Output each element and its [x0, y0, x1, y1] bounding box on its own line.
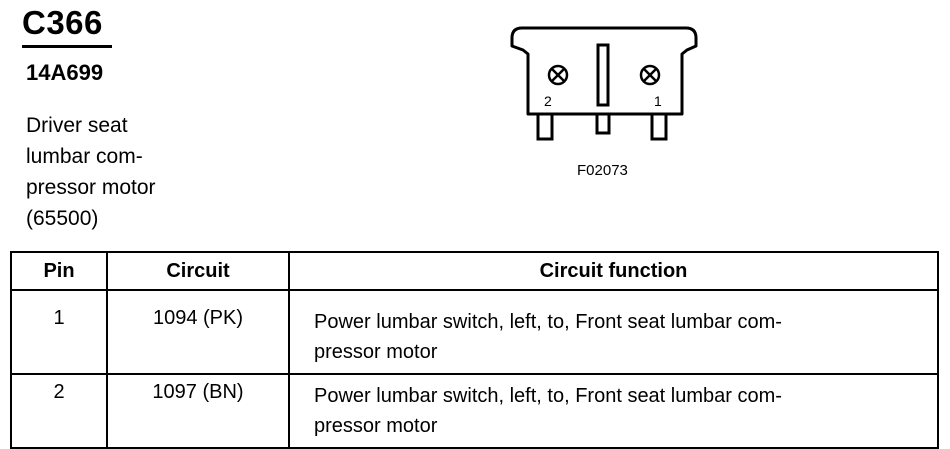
pin-cell: 2: [10, 373, 108, 449]
pin-1-terminal-icon: [639, 64, 661, 86]
terminal-tab-right: [650, 114, 668, 141]
terminal-tab-center: [595, 114, 611, 135]
function-text-line: pressor motor: [314, 415, 438, 437]
component-description: Driver seat lumbar com- pressor motor (6…: [26, 110, 226, 234]
circuit-cell: 1094 (PK): [106, 289, 290, 375]
column-header-pin: Pin: [10, 251, 108, 291]
column-header-circuit-function: Circuit function: [288, 251, 939, 291]
function-text-line: pressor motor: [314, 341, 438, 363]
connector-face-diagram: 2 1: [510, 26, 698, 141]
table-header-row: Pin Circuit Circuit function: [10, 251, 939, 291]
pin-label: 1: [654, 93, 662, 109]
function-text-line: Power lumbar switch, left, to, Front sea…: [314, 311, 782, 333]
figure-code: F02073: [577, 162, 628, 179]
terminal-tab-left: [536, 114, 554, 141]
table-row: 2 1097 (BN) Power lumbar switch, left, t…: [10, 373, 939, 449]
part-number: 14A699: [26, 60, 104, 85]
pin-label: 2: [544, 93, 552, 109]
description-line: lumbar com-: [26, 145, 143, 168]
connector-body-outline: [510, 26, 698, 116]
pin-cell: 1: [10, 289, 108, 375]
description-line: pressor motor: [26, 176, 156, 199]
center-key-slot: [596, 43, 610, 107]
table-row: 1 1094 (PK) Power lumbar switch, left, t…: [10, 289, 939, 375]
pinout-table: Pin Circuit Circuit function 1 1094 (PK)…: [10, 251, 939, 449]
circuit-function-cell: Power lumbar switch, left, to, Front sea…: [288, 373, 939, 449]
description-line: (65500): [26, 207, 99, 230]
circuit-cell: 1097 (BN): [106, 373, 290, 449]
description-line: Driver seat: [26, 114, 128, 137]
circuit-function-cell: Power lumbar switch, left, to, Front sea…: [288, 289, 939, 375]
function-text-line: Power lumbar switch, left, to, Front sea…: [314, 385, 782, 407]
pin-2-terminal-icon: [547, 64, 569, 86]
connector-id: C366: [22, 4, 103, 41]
column-header-circuit: Circuit: [106, 251, 290, 291]
connector-id-underline: [22, 45, 112, 48]
